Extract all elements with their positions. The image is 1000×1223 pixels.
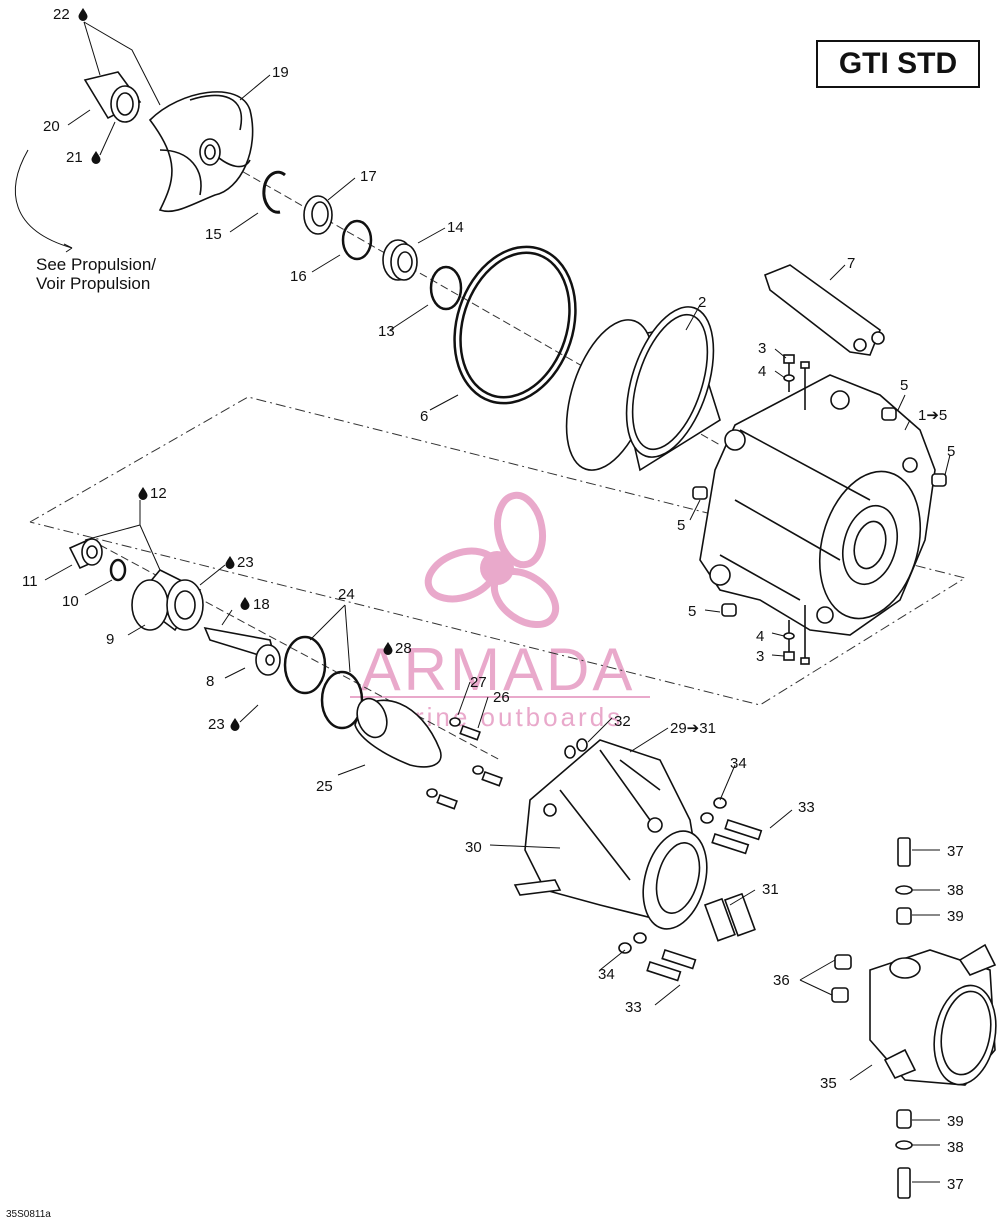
reference-code: 35S0811a: [6, 1209, 51, 1220]
part-5-plug-d: [721, 603, 737, 617]
callout-4: 4: [758, 363, 766, 380]
part-26-27-screws: [426, 717, 503, 810]
callout-17: 17: [360, 168, 377, 185]
callout-6: 6: [420, 408, 428, 425]
part-11-spacer: [68, 538, 103, 570]
callout-23: 23: [208, 716, 225, 733]
callout-7: 7: [847, 255, 855, 272]
callout-23: 23: [237, 554, 254, 571]
callout-25: 25: [316, 778, 333, 795]
callout-5: 5: [677, 517, 685, 534]
part-33-34-bolts-top: [700, 797, 763, 855]
callout-19: 19: [272, 64, 289, 81]
part-5-plug-b: [931, 473, 947, 487]
part-20-cone: [83, 71, 142, 123]
callout-36: 36: [773, 972, 790, 989]
callout-12: 12: [150, 485, 167, 502]
part-7-handle: [764, 264, 885, 356]
callout-33: 33: [625, 999, 642, 1016]
part-1-pump-housing: [699, 374, 936, 636]
callout-14: 14: [447, 219, 464, 236]
fuel-drop-icon: [78, 8, 88, 21]
callout-5: 5: [900, 377, 908, 394]
fuel-drop-icon: [138, 487, 148, 500]
part-37-39-stack-bottom: [895, 1109, 913, 1199]
part-31-connectors: [703, 892, 756, 942]
callout-18: 18: [253, 596, 270, 613]
callout-31: 31: [762, 881, 779, 898]
callout-34: 34: [598, 966, 615, 983]
part-37-39-stack-top: [895, 837, 913, 925]
callout-9: 9: [106, 631, 114, 648]
callout-22: 22: [53, 6, 70, 23]
see-propulsion-line1: See Propulsion/: [36, 255, 156, 274]
callout-labels: 22 19 20 21 17 15 14 16 7 2 13 3 4 5 6 1…: [22, 6, 964, 1193]
assembly-outline: [29, 396, 967, 706]
part-16-oring: [341, 219, 373, 261]
callout-20: 20: [43, 118, 60, 135]
part-25-cap: [354, 697, 442, 768]
part-6-large-ring: [453, 245, 577, 405]
callout-24: 24: [338, 586, 355, 603]
callout-33: 33: [798, 799, 815, 816]
callout-35: 35: [820, 1075, 837, 1092]
part-30-venturi: [513, 739, 708, 930]
callout-28: 28: [395, 640, 412, 657]
callout-38: 38: [947, 1139, 964, 1156]
part-8-shaft: [203, 626, 281, 676]
watermark-brand: ARMADA: [361, 636, 636, 703]
fuel-drop-icon: [240, 597, 250, 610]
callout-13: 13: [378, 323, 395, 340]
part-10-washer: [109, 558, 127, 582]
callout-11: 11: [22, 573, 38, 590]
part-15-circlip: [262, 170, 286, 214]
callout-21: 21: [66, 149, 83, 166]
callout-27: 27: [470, 674, 487, 691]
callout-16: 16: [290, 268, 307, 285]
part-2-wear-ring: [565, 306, 721, 472]
part-24-oring-a: [283, 635, 327, 695]
callout-37: 37: [947, 1176, 964, 1193]
part-33-34-bolts-bottom: [618, 932, 697, 982]
part-9-bearing: [131, 569, 204, 632]
callout-5: 5: [947, 443, 955, 460]
callout-39: 39: [947, 1113, 964, 1130]
part-3-4-screws-top: [783, 354, 810, 410]
callout-1-to-5: 1➔5: [918, 407, 947, 424]
callout-30: 30: [465, 839, 482, 856]
callout-32: 32: [614, 713, 631, 730]
part-14-bearing: [382, 239, 418, 281]
part-5-plug-c: [692, 486, 708, 500]
part-36-bushing-b: [831, 987, 849, 1003]
part-17-seal: [303, 195, 333, 235]
leader-lines: [15, 21, 951, 1183]
callout-3: 3: [756, 648, 764, 665]
fuel-drop-icon: [225, 556, 235, 569]
part-35-nozzle: [869, 943, 997, 1086]
part-36-bushing-a: [834, 954, 852, 970]
fuel-drop-icon: [230, 718, 240, 731]
callout-29-to-31: 29➔31: [670, 720, 716, 737]
callout-2: 2: [698, 294, 706, 311]
fuel-drop-icon: [91, 151, 101, 164]
callout-26: 26: [493, 689, 510, 706]
callout-8: 8: [206, 673, 214, 690]
model-label: GTI STD: [838, 47, 958, 80]
callout-34: 34: [730, 755, 747, 772]
callout-4: 4: [756, 628, 764, 645]
model-label-box: GTI STD: [816, 40, 980, 88]
callout-3: 3: [758, 340, 766, 357]
callout-39: 39: [947, 908, 964, 925]
callout-37: 37: [947, 843, 964, 860]
part-5-plug-a: [881, 407, 897, 421]
callout-38: 38: [947, 882, 964, 899]
callout-5: 5: [688, 603, 696, 620]
callout-15: 15: [205, 226, 222, 243]
part-19-impeller: [148, 91, 254, 213]
see-propulsion-line2: Voir Propulsion: [36, 274, 150, 293]
callout-10: 10: [62, 593, 79, 610]
part-13-oring: [429, 265, 463, 311]
